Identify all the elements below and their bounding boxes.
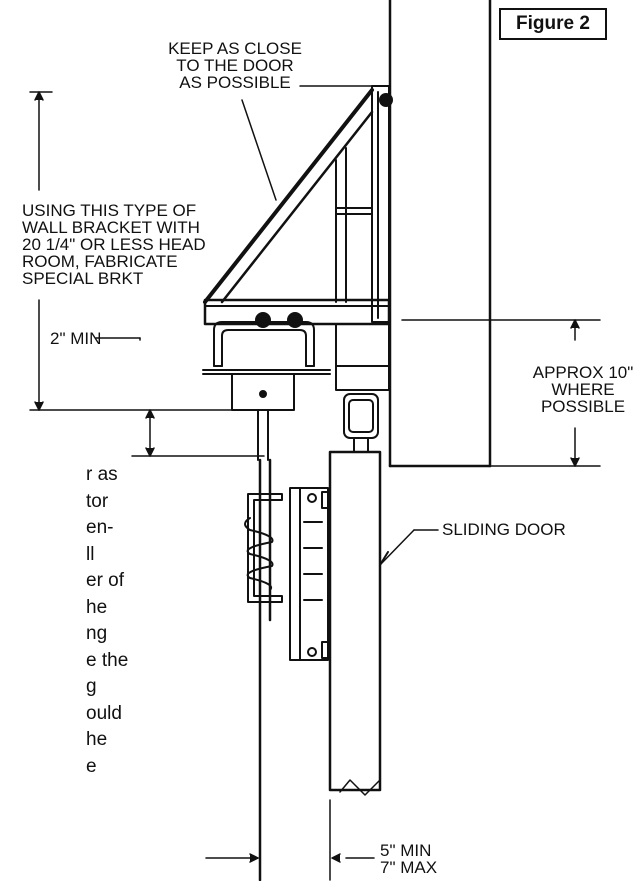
dimension-lines	[29, 85, 601, 881]
wall	[388, 0, 492, 468]
keep-close-label: KEEP AS CLOSE TO THE DOOR AS POSSIBLE	[140, 40, 330, 91]
label-line: 20 1/4" OR LESS HEAD	[22, 235, 206, 254]
body-line: e the	[86, 649, 129, 671]
label-line: SPECIAL BRKT	[22, 269, 144, 288]
approx-ten-label: APPROX 10" WHERE POSSIBLE	[528, 364, 638, 415]
body-line: he	[86, 729, 108, 750]
door-mount-bracket	[289, 487, 331, 661]
track	[202, 321, 331, 375]
body-line: ll	[86, 543, 95, 565]
two-inch-min-label: 2" MIN	[50, 329, 102, 348]
body-line: tor	[86, 490, 109, 512]
label-line: POSSIBLE	[540, 397, 626, 416]
body-line: er of	[86, 570, 125, 591]
label-line: APPROX 10"	[532, 363, 634, 382]
sliding-door-panel	[328, 450, 382, 796]
clipped-body-text: r as tor en- ll er of he ng e the g ould…	[86, 462, 182, 780]
label-line: 7" MAX	[380, 858, 438, 877]
hanger-block	[231, 373, 295, 461]
body-line: g	[86, 676, 97, 697]
label-line: WHERE	[551, 380, 615, 399]
spring-hanger	[244, 458, 283, 881]
label-line: TO THE DOOR	[176, 56, 294, 75]
sliding-door-label: SLIDING DOOR	[442, 520, 566, 539]
gap-dimension-label: 5" MIN 7" MAX	[380, 842, 460, 876]
label-line: 5" MIN	[380, 841, 432, 860]
label-line: KEEP AS CLOSE	[168, 39, 302, 58]
body-line: en-	[86, 517, 114, 538]
body-line: ng	[86, 623, 108, 644]
wall-bracket	[203, 85, 393, 391]
label-line: USING THIS TYPE OF	[22, 201, 197, 220]
roller	[343, 393, 379, 453]
label-line: ROOM, FABRICATE	[22, 252, 178, 271]
body-line: e	[86, 755, 97, 777]
label-line: AS POSSIBLE	[179, 73, 291, 92]
wall-bracket-note: USING THIS TYPE OF WALL BRACKET WITH 20 …	[22, 202, 252, 287]
body-line: he	[86, 596, 108, 618]
label-line: WALL BRACKET WITH	[22, 218, 200, 237]
figure-label: Figure 2	[499, 8, 607, 40]
body-line: ould	[86, 702, 122, 724]
body-line: r as	[86, 464, 118, 485]
